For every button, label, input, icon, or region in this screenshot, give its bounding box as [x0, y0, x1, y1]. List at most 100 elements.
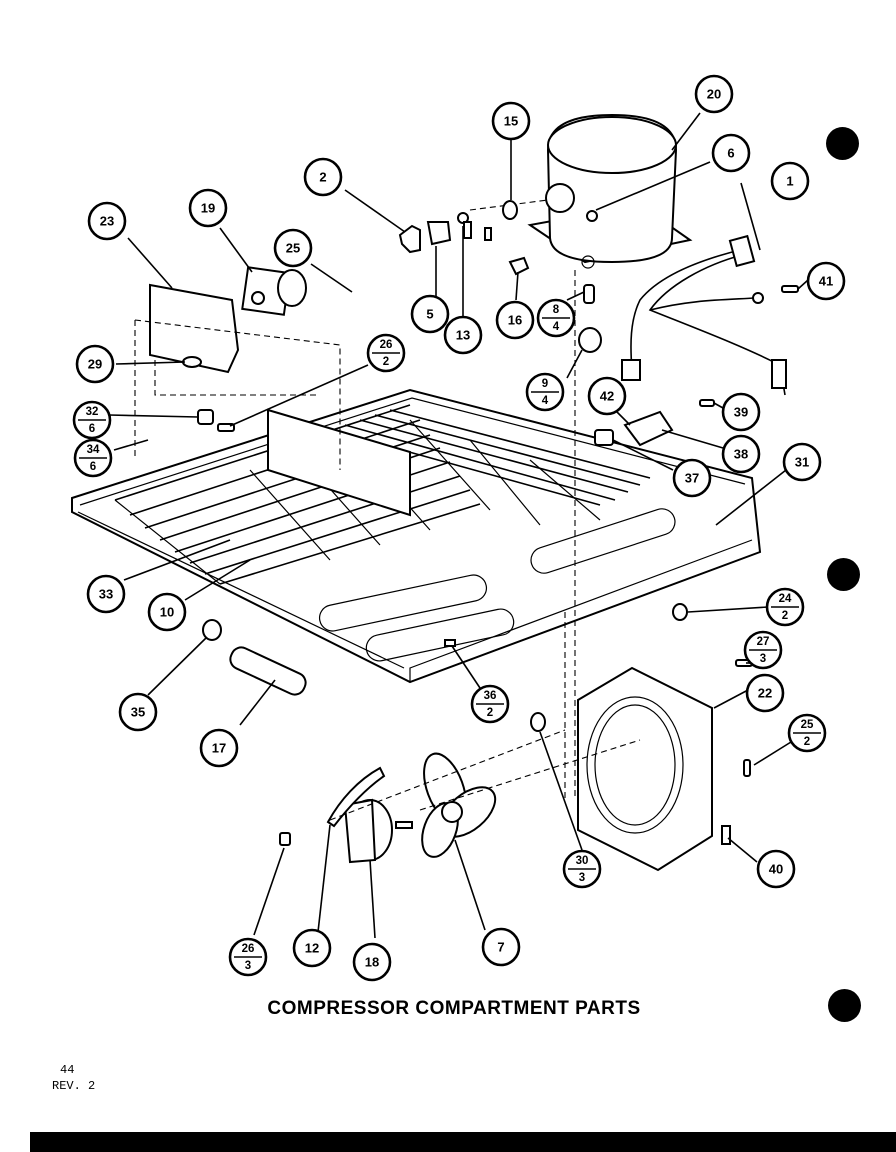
callout-2-label: 2: [319, 170, 326, 185]
callout-34-6: 346: [73, 438, 113, 478]
motor-bracket: [326, 766, 386, 828]
callout-8-4-bottom: 4: [553, 321, 560, 333]
drier: [229, 646, 307, 696]
callout-12-label: 12: [305, 941, 319, 956]
callout-22: 22: [745, 673, 785, 713]
callout-13-label: 13: [456, 328, 470, 343]
callout-2: 2: [303, 157, 343, 197]
clip-40: [721, 825, 731, 845]
leader-lines: [108, 112, 809, 939]
callout-6-label: 6: [727, 146, 734, 161]
callout-1: 1: [770, 161, 810, 201]
callout-36-2-top: 36: [484, 690, 497, 702]
callout-25: 25: [273, 228, 313, 268]
callout-40-label: 40: [769, 862, 783, 877]
callout-26-2-bottom: 2: [383, 356, 389, 368]
grommet-8: [583, 284, 595, 304]
callout-16: 16: [495, 300, 535, 340]
callout-24-2: 242: [765, 587, 805, 627]
callout-38: 38: [721, 434, 761, 474]
callout-39-label: 39: [734, 405, 748, 420]
callout-37-label: 37: [685, 471, 699, 486]
grommet: [182, 356, 202, 368]
binder-hole-icon: [826, 127, 859, 160]
cover-plug: [502, 200, 518, 220]
scan-edge: [30, 1132, 896, 1152]
binder-hole-icon: [828, 989, 861, 1022]
grommet-9: [578, 327, 602, 353]
callout-25-2: 252: [787, 713, 827, 753]
callout-17: 17: [199, 728, 239, 768]
screw-39: [699, 399, 715, 407]
callout-12: 12: [292, 928, 332, 968]
callout-33-label: 33: [99, 587, 113, 602]
divider-plate: [267, 408, 411, 517]
callout-31-label: 31: [795, 455, 809, 470]
callout-29-label: 29: [88, 357, 102, 372]
callout-9-4-bottom: 4: [542, 395, 549, 407]
tube-clamp: [444, 639, 456, 647]
callout-30-3-bottom: 3: [579, 872, 585, 884]
spacer: [197, 409, 214, 425]
callout-7: 7: [481, 927, 521, 967]
callout-26-3: 263: [228, 937, 268, 977]
callout-6: 6: [711, 133, 751, 173]
callout-15-label: 15: [504, 114, 518, 129]
callout-5-label: 5: [426, 307, 433, 322]
callout-27-3-top: 27: [757, 636, 770, 648]
callout-41: 41: [806, 261, 846, 301]
terminal-stud: [508, 256, 530, 276]
callout-19: 19: [188, 188, 228, 228]
fan-blade: [421, 752, 497, 858]
binder-hole-icon: [827, 558, 860, 591]
callout-20-label: 20: [707, 87, 721, 102]
terminal-block: [623, 410, 674, 447]
callout-26-3-bottom: 3: [245, 960, 251, 972]
compressor: [527, 113, 693, 269]
base-pan: [71, 388, 762, 684]
callout-29: 29: [75, 344, 115, 384]
connector: [594, 429, 614, 446]
callout-8-4: 84: [536, 298, 576, 338]
fan-motor: [343, 798, 413, 864]
callout-30-3-top: 30: [576, 855, 589, 867]
callout-18-label: 18: [365, 955, 379, 970]
relay: [241, 266, 307, 316]
callout-15: 15: [491, 101, 531, 141]
callout-32-6-top: 32: [86, 406, 99, 418]
callout-25-2-top: 25: [801, 719, 814, 731]
callout-31: 31: [782, 442, 822, 482]
callout-23-label: 23: [100, 214, 114, 229]
callout-42: 42: [587, 376, 627, 416]
clip: [398, 224, 421, 254]
callout-18: 18: [352, 942, 392, 982]
drier-clamp: [202, 619, 222, 641]
callout-7-label: 7: [497, 940, 504, 955]
callout-1-label: 1: [786, 174, 793, 189]
callout-41-label: 41: [819, 274, 833, 289]
callout-20: 20: [694, 74, 734, 114]
callout-36-2: 362: [470, 684, 510, 724]
callout-23: 23: [87, 201, 127, 241]
bushing: [484, 227, 492, 241]
revision-label: REV. 2: [52, 1079, 96, 1093]
callout-9-4: 94: [525, 372, 565, 412]
callout-36-2-bottom: 2: [487, 707, 493, 719]
callout-8-4-top: 8: [553, 304, 560, 316]
callout-37: 37: [672, 458, 712, 498]
callout-39: 39: [721, 392, 761, 432]
callout-42-label: 42: [600, 389, 614, 404]
terminal: [463, 221, 472, 239]
callout-13: 13: [443, 315, 483, 355]
screw-41: [781, 285, 799, 293]
callout-26-3-top: 26: [242, 943, 255, 955]
callout-40: 40: [756, 849, 796, 889]
callout-32-6-bottom: 6: [89, 423, 95, 435]
callout-16-label: 16: [508, 313, 522, 328]
callout-24-2-top: 24: [779, 593, 792, 605]
callout-17-label: 17: [212, 741, 226, 756]
callout-27-3: 273: [743, 630, 783, 670]
callout-25-label: 25: [286, 241, 300, 256]
